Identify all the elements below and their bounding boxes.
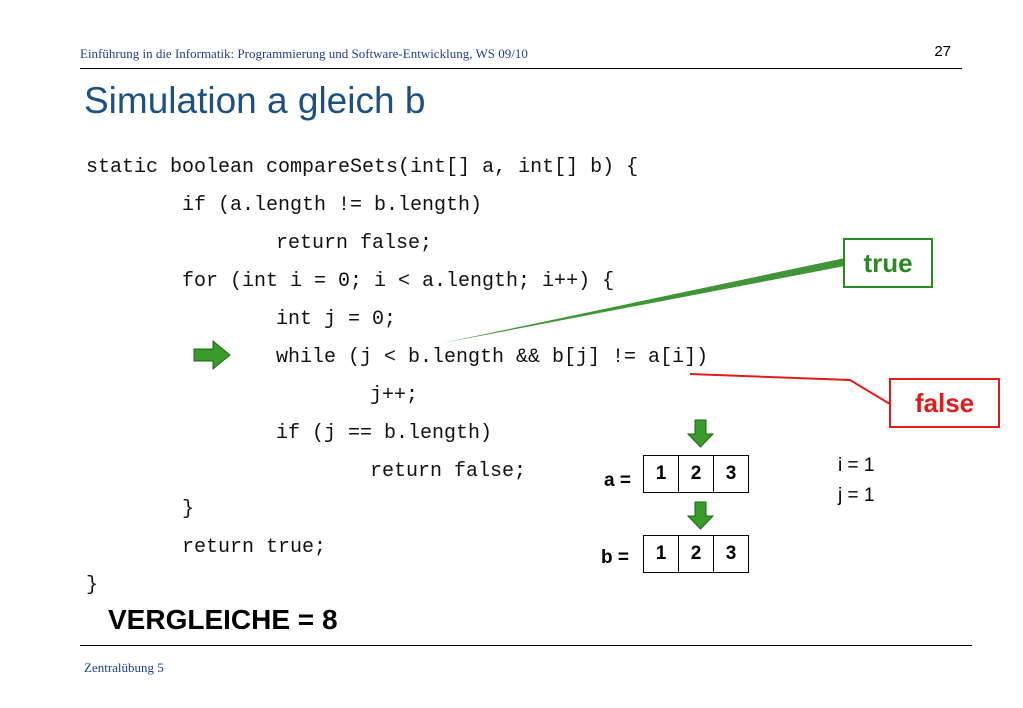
code-line-10: } [182,498,195,521]
code-line-6: while (j < b.length && b[j] != a[i]) [276,346,709,369]
variable-i: i = 1 [838,455,875,476]
array-a: 1 2 3 [643,455,749,493]
code-line-2: if (a.length != b.length) [182,194,483,217]
code-line-7: j++; [370,384,419,407]
code-line-4: for (int i = 0; i < a.length; i++) { [182,270,615,293]
slide-header: Einführung in die Informatik: Programmie… [80,46,528,61]
false-label: false [889,378,1000,428]
array-a-cell: 1 [644,456,679,492]
false-pointer-line [689,373,891,405]
array-b-label: b = [601,547,629,568]
page-number: 27 [934,43,951,60]
pointer-a-arrow-icon [686,419,715,448]
array-b-cell: 1 [644,536,679,572]
array-b: 1 2 3 [643,535,749,573]
code-line-5: int j = 0; [276,308,397,331]
comparison-count: VERGLEICHE = 8 [108,604,338,635]
true-label: true [843,238,933,288]
array-a-label: a = [604,470,631,491]
array-a-cell: 3 [725,463,737,484]
right-arrow-icon [193,339,231,371]
code-line-12: } [86,574,99,597]
pointer-b-arrow-icon [686,501,715,530]
true-pointer-line [443,258,845,343]
code-line-8: if (j == b.length) [276,422,493,445]
code-line-1: static boolean compareSets(int[] a, int[… [86,156,639,179]
slide-title: Simulation a gleich b [84,80,426,121]
code-line-3: return false; [276,232,433,255]
header-divider [80,68,962,69]
slide-footer: Zentralübung 5 [84,660,164,675]
footer-divider [80,645,972,646]
code-line-11: return true; [182,536,327,559]
array-a-cell: 2 [679,456,714,492]
array-b-cell: 3 [725,543,737,564]
variable-j: j = 1 [838,485,875,506]
array-b-cell: 2 [679,536,714,572]
code-line-9: return false; [370,460,527,483]
